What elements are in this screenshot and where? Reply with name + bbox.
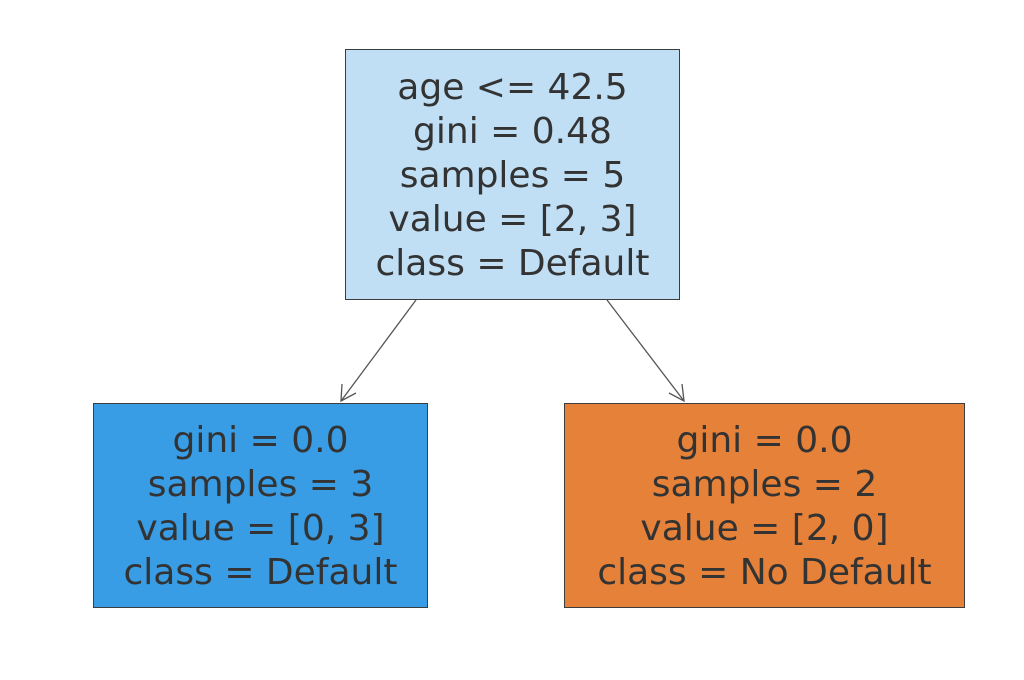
edge-root-to-right <box>606 299 685 402</box>
tree-node-right-leaf: gini = 0.0 samples = 2 value = [2, 0] cl… <box>564 403 965 608</box>
node-gini: gini = 0.0 <box>676 419 853 461</box>
node-gini: gini = 0.0 <box>172 419 349 461</box>
node-value: value = [2, 0] <box>640 507 889 549</box>
arrowhead-left <box>340 383 357 403</box>
node-class: class = Default <box>375 242 650 284</box>
node-value: value = [0, 3] <box>136 507 385 549</box>
node-split-condition: age <= 42.5 <box>397 66 628 108</box>
tree-node-root: age <= 42.5 gini = 0.48 samples = 5 valu… <box>345 49 680 300</box>
node-samples: samples = 3 <box>147 463 374 505</box>
node-class: class = Default <box>123 551 398 593</box>
arrowhead-right <box>668 383 685 403</box>
node-samples: samples = 2 <box>651 463 878 505</box>
tree-node-left-leaf: gini = 0.0 samples = 3 value = [0, 3] cl… <box>93 403 428 608</box>
edge-root-to-left <box>340 299 417 402</box>
node-samples: samples = 5 <box>399 154 626 196</box>
node-gini: gini = 0.48 <box>413 110 612 152</box>
node-value: value = [2, 3] <box>388 198 637 240</box>
node-class: class = No Default <box>597 551 932 593</box>
